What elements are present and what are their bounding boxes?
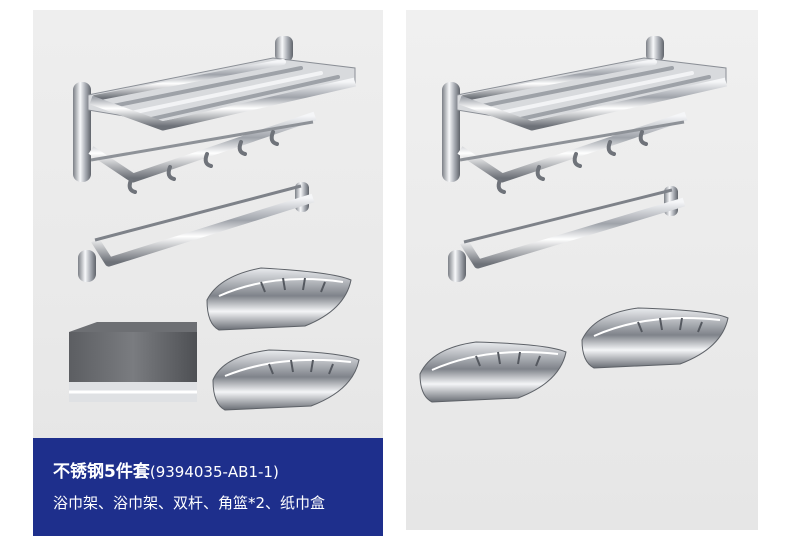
caption-title-line: 不锈钢5件套(9394035-AB1-1) xyxy=(53,460,383,484)
towel-bar xyxy=(78,182,315,282)
corner-basket xyxy=(212,349,360,411)
towel-bar xyxy=(448,186,686,282)
corner-basket xyxy=(581,307,729,369)
folding-towel-rack xyxy=(73,36,357,194)
caption-model-number: (9394035-AB1-1) xyxy=(149,463,279,481)
caption-items: 浴巾架、浴巾架、双杆、角篮*2、纸巾盒 xyxy=(53,494,326,512)
folding-towel-rack xyxy=(442,36,727,194)
caption-title: 不锈钢5件套 xyxy=(53,462,150,482)
product-panel-four-piece xyxy=(406,10,758,530)
corner-basket xyxy=(206,267,352,331)
corner-basket xyxy=(419,341,567,403)
tissue-box xyxy=(69,322,197,402)
product-caption: 不锈钢5件套(9394035-AB1-1) 浴巾架、浴巾架、双杆、角篮*2、纸巾… xyxy=(33,438,383,536)
